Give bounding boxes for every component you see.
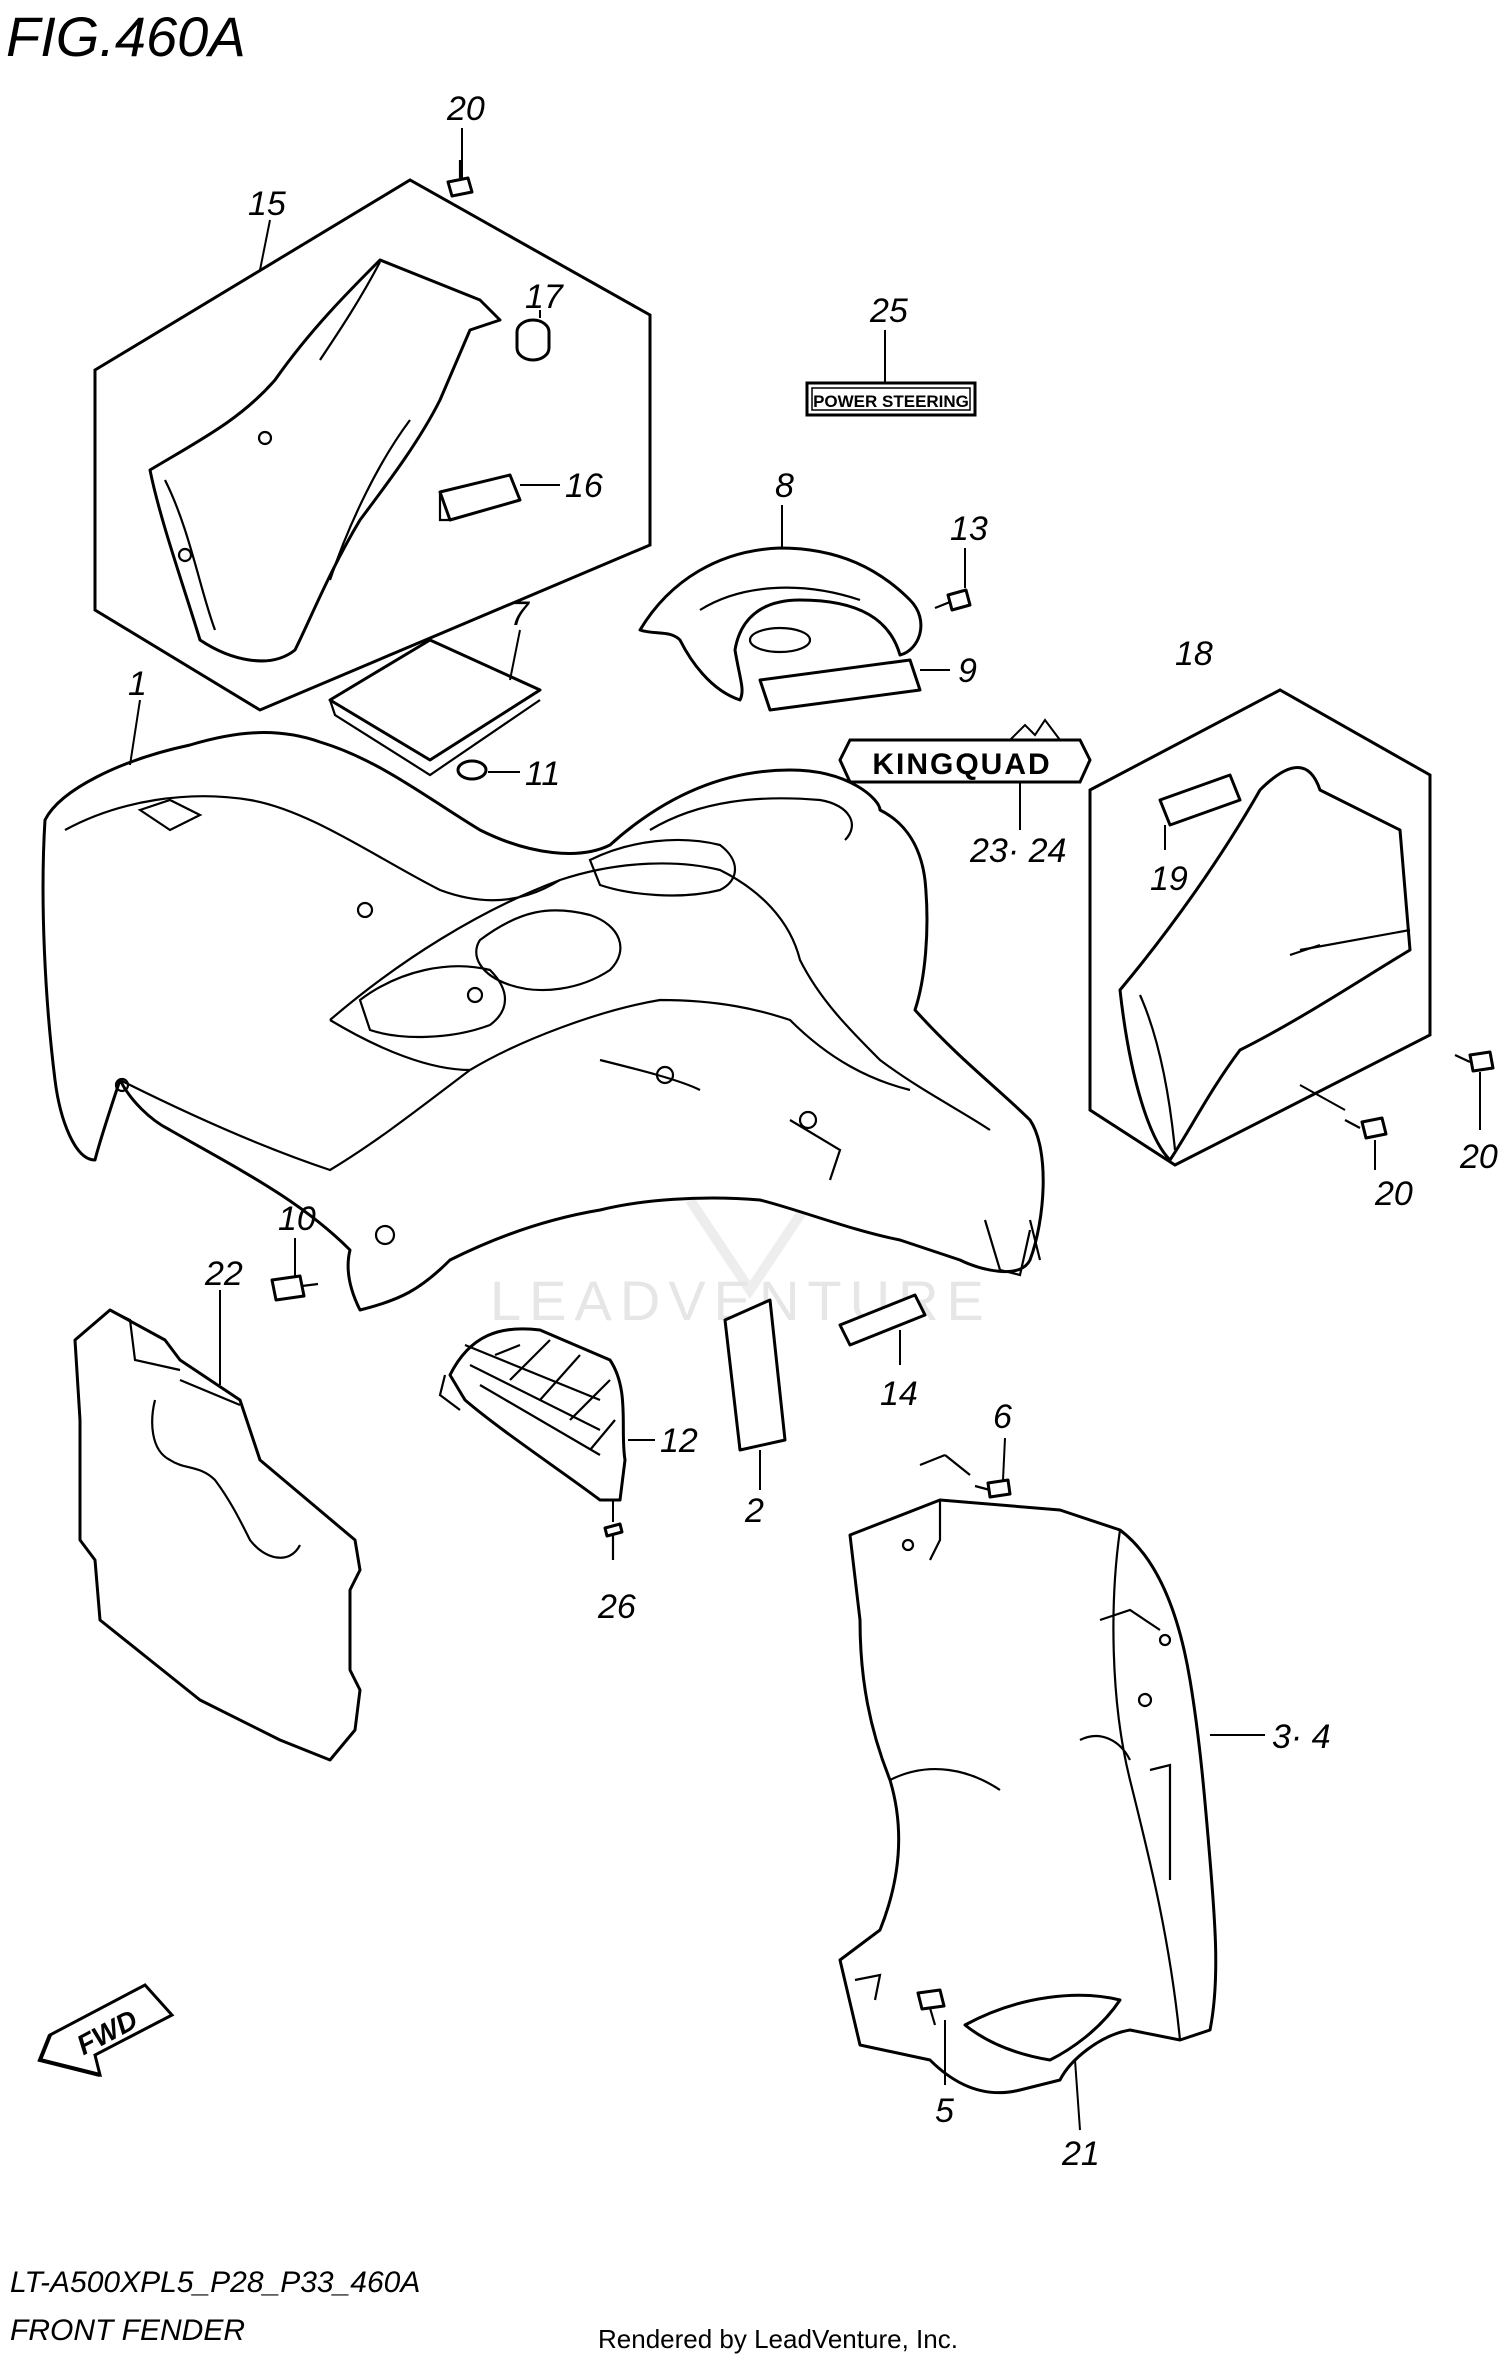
part-20-bolt-top [446,160,474,198]
part-9-pad [758,658,922,712]
callout-26: 26 [597,1588,636,1626]
callout-5: 5 [935,2092,954,2130]
decal-kingquad-text: KINGQUAD [872,748,1051,781]
part-19-pad [1158,773,1242,827]
part-1-front-fender [41,731,1045,1312]
model-code: LT-A500XPL5_P28_P33_460A [10,2266,420,2299]
callout-12: 12 [660,1422,698,1460]
callout-20-right-b: 20 [1374,1175,1413,1213]
part-23-24-decal: KINGQUAD [838,718,1092,784]
part-10-bolt [270,1274,319,1302]
callout-22: 22 [204,1255,243,1293]
callout-3-4: 3· 4 [1272,1718,1331,1756]
inset-box-15 [93,178,652,712]
callout-11: 11 [525,755,560,793]
callout-15: 15 [248,185,286,223]
part-5-bolt [916,1988,946,2026]
callout-18: 18 [1175,635,1213,673]
decal-power-steering-text: POWER STEERING [813,392,969,411]
callout-23-24: 23· 24 [969,832,1066,870]
part-15-left-inner-panel [148,258,502,663]
credit-text: Rendered by LeadVenture, Inc. [598,2324,958,2354]
callout-6: 6 [993,1398,1012,1436]
callout-20-top: 20 [446,90,485,128]
part-22-side-panel [73,1308,362,1762]
callout-16: 16 [565,467,603,505]
part-16-pad [438,473,522,522]
part-8-headlight-cover [638,546,923,702]
part-25-decal: POWER STEERING [805,381,977,417]
part-20-bolt-right-a [1454,1050,1495,1073]
part-14-pad [838,1293,927,1347]
part-26-screw [603,1522,624,1560]
callout-10: 10 [278,1200,316,1238]
callout-7: 7 [510,595,530,633]
callout-20-right-a: 20 [1459,1138,1498,1176]
part-2-pad [723,1298,787,1452]
part-18-right-inner-panel [1118,766,1412,1162]
part-6-bolt [974,1478,1012,1499]
callout-9: 9 [958,652,977,690]
part-21-trim [963,1993,1122,2062]
callout-2: 2 [744,1492,764,1530]
callout-19: 19 [1150,860,1188,898]
figure-title: FIG.460A [6,5,246,68]
fwd-arrow-icon: FWD [37,1983,175,2078]
callout-1: 1 [128,665,147,703]
callout-17: 17 [525,278,564,316]
section-title: FRONT FENDER [10,2314,245,2347]
part-12-grille [438,1327,627,1502]
callout-14: 14 [880,1375,918,1413]
callout-21: 21 [1061,2135,1100,2173]
callout-8: 8 [775,467,794,505]
callout-25: 25 [869,292,908,330]
part-3-4-inner-fender [838,1498,1218,2095]
part-13-bolt [934,588,972,612]
part-20-bolt-right-b [1344,1116,1388,1140]
callout-13: 13 [950,510,988,548]
part-7-cover [328,638,542,762]
part-11-grommet [456,759,488,781]
inset-box-18 [1088,688,1432,1167]
